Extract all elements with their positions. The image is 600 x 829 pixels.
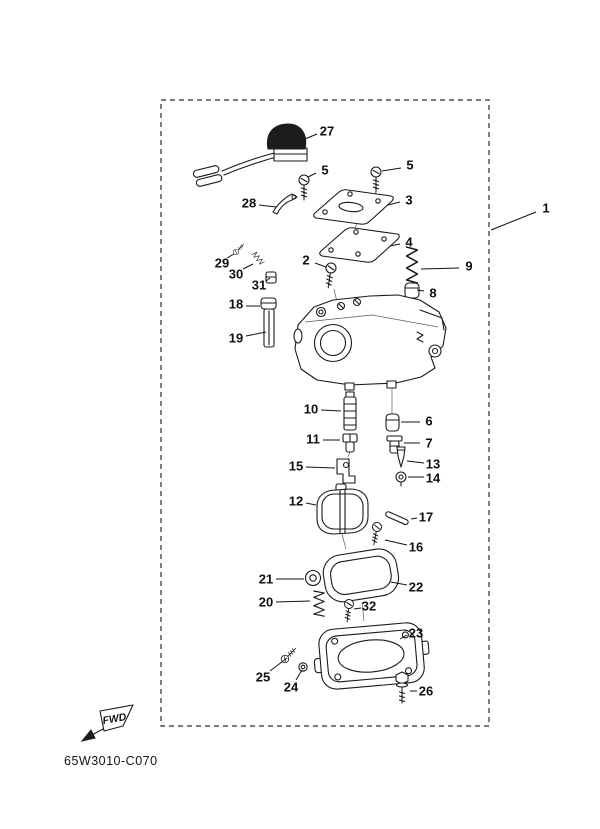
- part-callout-18: 18: [229, 297, 243, 312]
- callout-leader-27: [299, 133, 318, 142]
- callout-leader-10: [320, 409, 342, 412]
- callout-leader-4: [389, 243, 401, 247]
- part-29-pilot-screw: [231, 241, 247, 257]
- callout-leader-17: [410, 517, 418, 520]
- part-28-lever: [272, 193, 298, 215]
- part-callout-11: 11: [306, 432, 320, 447]
- part-32-screw: [342, 598, 355, 623]
- callout-leader-22: [390, 581, 408, 586]
- part-callout-30: 30: [229, 267, 243, 282]
- part-5-screw-left: [298, 174, 310, 201]
- part-callout-25: 25: [256, 670, 270, 685]
- part-callout-15: 15: [289, 459, 303, 474]
- part-callout-32: 32: [362, 599, 376, 614]
- part-18-cap: [260, 297, 277, 310]
- part-callout-1: 1: [542, 201, 549, 216]
- wire-terminal-1: [192, 165, 220, 178]
- part-15-hinge-bracket: [336, 458, 356, 484]
- venturi-bore: [313, 323, 353, 363]
- part-4-gasket-plate: [319, 227, 400, 263]
- part-31-seat: [265, 271, 277, 284]
- callout-leader-1: [490, 211, 537, 231]
- fwd-arrowhead: [80, 729, 96, 742]
- fwd-marker: FWD: [80, 704, 134, 742]
- callout-leader-5: [381, 167, 402, 172]
- part-callout-5: 5: [321, 163, 328, 178]
- part-20-spring: [313, 590, 325, 617]
- part-callout-16: 16: [409, 540, 423, 555]
- part-22-bowl-gasket: [322, 548, 400, 603]
- part-16-screw: [368, 521, 383, 547]
- callout-leader-12: [305, 502, 317, 506]
- callout-leader-16: [384, 539, 408, 546]
- part-30-spring: [251, 251, 265, 266]
- callout-leader-9: [420, 267, 460, 270]
- callout-leader-23: [399, 634, 408, 640]
- callout-leader-3: [387, 201, 401, 206]
- part-callout-19: 19: [229, 331, 243, 346]
- callout-leader-15: [305, 466, 336, 469]
- callout-leader-19: [245, 331, 267, 337]
- part-3-cover-plate: [313, 189, 394, 225]
- fwd-label: FWD: [102, 711, 128, 727]
- part-callout-13: 13: [426, 457, 440, 472]
- part-callout-10: 10: [304, 402, 318, 417]
- part-callout-7: 7: [425, 436, 432, 451]
- part-callout-29: 29: [215, 256, 229, 271]
- callout-leader-2: [314, 262, 327, 268]
- callout-leader-8: [416, 289, 425, 292]
- part-callout-14: 14: [426, 471, 441, 486]
- part-14-clip: [395, 471, 407, 487]
- part-10-nozzle: [343, 391, 357, 431]
- part-callout-27: 27: [320, 124, 334, 139]
- part-callout-5: 5: [406, 158, 413, 173]
- part-23-float-bowl: [313, 622, 430, 690]
- part-callout-4: 4: [405, 235, 413, 250]
- part-callout-9: 9: [465, 259, 472, 274]
- callout-leader-30: [242, 263, 254, 270]
- wire-terminal-2: [195, 174, 223, 187]
- part-callout-31: 31: [252, 278, 266, 293]
- part-27-valve-cap: [192, 123, 308, 187]
- part-callout-6: 6: [425, 414, 432, 429]
- part-24-washer: [298, 662, 308, 672]
- part-callout-26: 26: [419, 684, 433, 699]
- part-12-float: [316, 483, 369, 535]
- callout-leader-25: [269, 657, 288, 672]
- part-11-main-jet: [342, 433, 358, 453]
- callout-leader-20: [275, 600, 311, 603]
- part-callout-22: 22: [409, 580, 423, 595]
- part-5-screw-right: [370, 166, 382, 193]
- part-code: 65W3010-C070: [64, 754, 158, 768]
- part-callout-24: 24: [284, 680, 299, 695]
- callout-leader-31: [265, 277, 271, 282]
- assembly-boundary: [160, 99, 490, 727]
- part-callout-28: 28: [242, 196, 256, 211]
- part-callout-3: 3: [405, 193, 412, 208]
- callout-leader-13: [406, 460, 425, 464]
- part-7-jet: [386, 435, 403, 454]
- part-callout-23: 23: [409, 626, 423, 641]
- part-17-float-pin: [385, 511, 409, 526]
- part-callout-2: 2: [302, 253, 309, 268]
- part-9-spring: [405, 246, 419, 284]
- part-26-bolt: [395, 671, 409, 704]
- callout-leader-32: [353, 607, 362, 610]
- carburetor-body: [293, 294, 447, 391]
- part-13-needle-valve: [396, 446, 406, 468]
- callout-leader-24: [295, 669, 303, 681]
- callout-leader-29: [226, 253, 235, 259]
- part-callout-8: 8: [429, 286, 436, 301]
- part-19-tube: [263, 308, 275, 348]
- part-callout-21: 21: [259, 572, 273, 587]
- callout-leader-5: [307, 172, 317, 178]
- part-callout-12: 12: [289, 494, 303, 509]
- part-6-plug: [385, 413, 400, 432]
- part-callout-20: 20: [259, 595, 273, 610]
- part-callout-17: 17: [419, 510, 433, 525]
- part-21-washer: [304, 569, 322, 587]
- callout-leader-28: [258, 204, 277, 208]
